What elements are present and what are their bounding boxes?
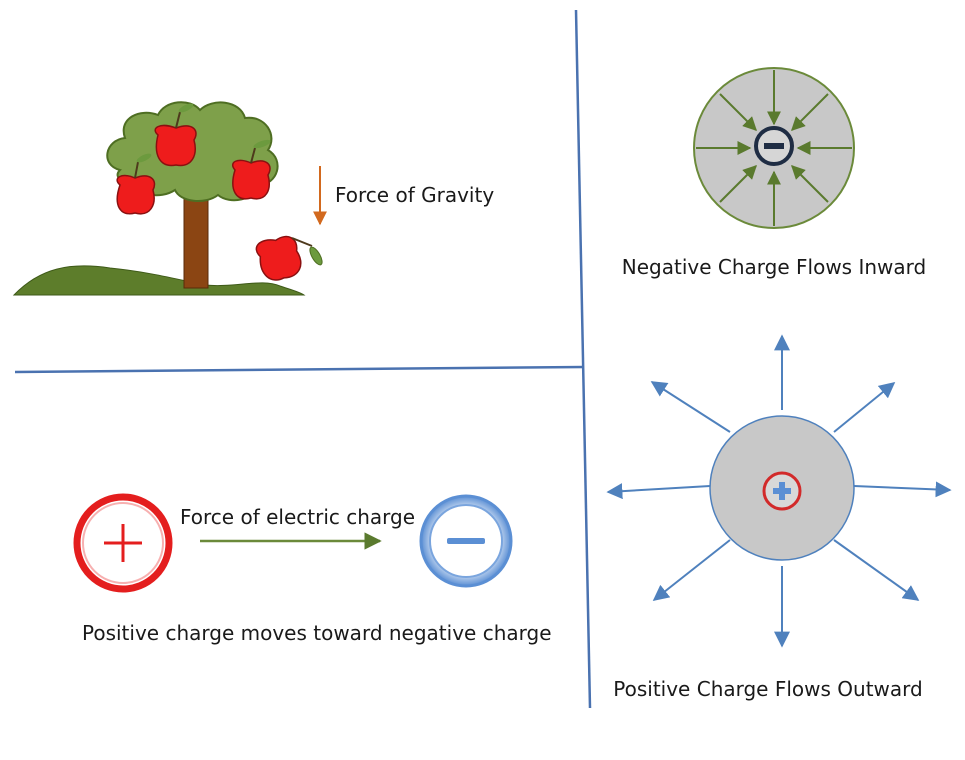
tree-trunk (183, 189, 209, 289)
horizontal-divider (14, 365, 585, 374)
vertical-divider (574, 9, 592, 709)
positive-outward-label: Positive Charge Flows Outward (613, 677, 922, 701)
outward-arrow (606, 483, 711, 500)
outward-arrow (833, 381, 896, 433)
outward-arrow (853, 481, 952, 498)
apple-icon (116, 153, 156, 215)
negative-charge-inward-diagram (693, 67, 855, 229)
outward-arrow (833, 539, 920, 601)
apple-tree-illustration (12, 101, 323, 296)
outward-arrow (650, 381, 731, 433)
negative-inward-label: Negative Charge Flows Inward (622, 255, 926, 279)
inward-arrow (791, 165, 829, 203)
falling-apple-icon (255, 235, 323, 281)
apple-icon (231, 139, 271, 200)
inward-arrow (719, 93, 757, 131)
positive-moves-label: Positive charge moves toward negative ch… (82, 621, 552, 645)
electric-force-label: Force of electric charge (180, 505, 415, 529)
minus-icon (764, 143, 784, 149)
inward-arrow (719, 165, 757, 203)
positive-charge-outward-diagram (606, 334, 952, 648)
inward-arrow (791, 93, 829, 131)
apple-icon (154, 103, 197, 167)
gravity-label: Force of Gravity (335, 183, 494, 207)
ground-hill (12, 265, 306, 296)
minus-icon (447, 538, 485, 544)
outward-arrow (652, 539, 731, 601)
charge-attraction-diagram (73, 493, 513, 593)
